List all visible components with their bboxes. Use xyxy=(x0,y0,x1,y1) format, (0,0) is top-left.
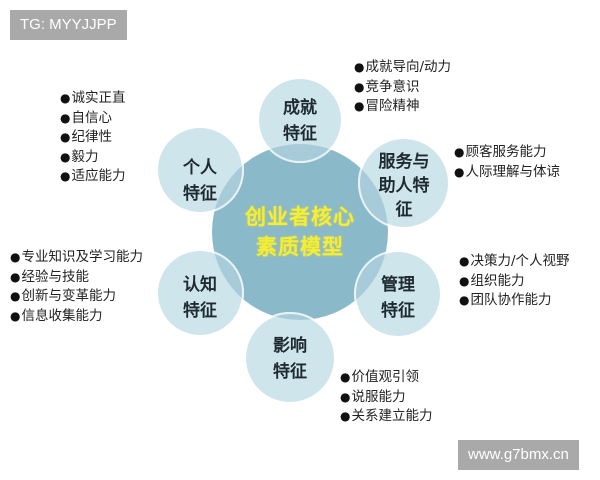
list-item: 毅力 xyxy=(60,148,125,168)
list-item: 决策力/个人视野 xyxy=(459,252,569,272)
list-item: 自信心 xyxy=(60,109,125,129)
list-item: 价值观引领 xyxy=(340,368,432,388)
list-item: 组织能力 xyxy=(459,272,570,292)
list-cognitive: 专业知识及学习能力 经验与技能 创新与变革能力 信息收集能力 xyxy=(10,248,143,326)
list-item: 适应能力 xyxy=(60,167,125,187)
list-item: 成就导向/动力 xyxy=(354,58,451,78)
list-achievement: 成就导向/动力 竞争意识 冒险精神 xyxy=(354,58,451,117)
watermark-bottom: www.g7bmx.cn xyxy=(458,440,579,470)
list-personal: 诚实正直 自信心 纪律性 毅力 适应能力 xyxy=(60,89,125,187)
list-item: 纪律性 xyxy=(60,128,125,148)
list-item: 团队协作能力 xyxy=(459,291,570,311)
label-achievement: 成就 特征 xyxy=(283,98,317,144)
label-management: 管理 特征 xyxy=(381,275,415,321)
list-item: 冒险精神 xyxy=(354,97,451,117)
label-cognitive: 认知 特征 xyxy=(183,275,217,321)
label-personal: 个人 特征 xyxy=(183,158,217,204)
label-influence: 影响 特征 xyxy=(273,336,307,382)
list-management: 决策力/个人视野 组织能力 团队协作能力 xyxy=(459,252,570,311)
center-circle xyxy=(212,144,388,320)
list-item: 创新与变革能力 xyxy=(10,287,143,307)
list-service: 顾客服务能力 人际理解与体谅 xyxy=(454,143,560,182)
list-item: 关系建立能力 xyxy=(340,407,432,427)
list-item: 竞争意识 xyxy=(354,78,451,98)
list-item: 专业知识及学习能力 xyxy=(10,248,143,268)
list-item: 诚实正直 xyxy=(60,89,125,109)
center-title: 创业者核心 素质模型 xyxy=(245,205,355,259)
list-item: 顾客服务能力 xyxy=(454,143,560,163)
list-influence: 价值观引领 说服能力 关系建立能力 xyxy=(340,368,432,427)
watermark-top: TG: MYYJJPP xyxy=(10,10,127,40)
list-item: 说服能力 xyxy=(340,388,432,408)
list-item: 人际理解与体谅 xyxy=(454,163,560,183)
label-service: 服务与 助人特 征 xyxy=(378,152,430,220)
list-item: 经验与技能 xyxy=(10,268,143,288)
list-item: 信息收集能力 xyxy=(10,307,143,327)
